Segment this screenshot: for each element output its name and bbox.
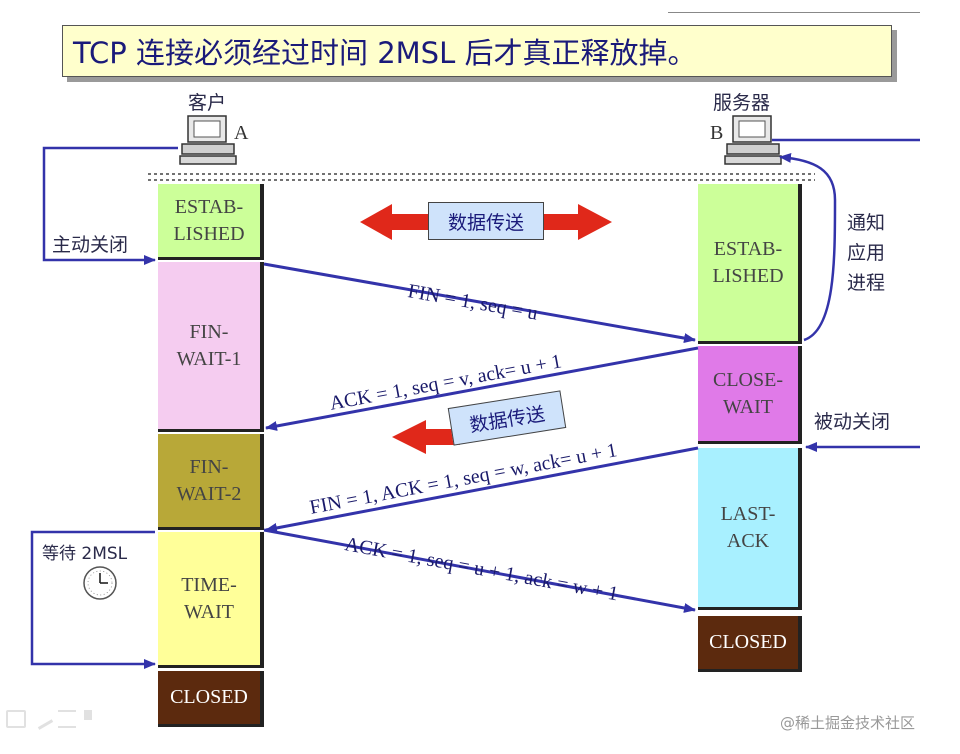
pen-icon[interactable] — [30, 707, 54, 730]
server-state-last-ack: LAST- ACK — [698, 448, 802, 610]
clock-icon — [83, 566, 117, 600]
notify-app-label: 通知 应用 进程 — [847, 212, 886, 294]
client-computer-icon — [179, 115, 237, 165]
ack2-arrow — [263, 528, 696, 613]
menu-icon[interactable] — [58, 710, 76, 728]
fin2-arrow — [265, 446, 699, 533]
notify-app-arrow — [779, 152, 837, 342]
client-state-closed: CLOSED — [158, 671, 264, 727]
client-state-time-wait: TIME- WAIT — [158, 532, 264, 668]
slide-toolbar[interactable] — [6, 707, 108, 730]
wait-2msl-arrow — [30, 530, 156, 669]
client-state-fin-wait-2: FIN- WAIT-2 — [158, 434, 264, 530]
active-close-arrow — [42, 146, 178, 265]
watermark: @稀土掘金技术社区 — [780, 714, 916, 732]
active-close-label: 主动关闭 — [52, 234, 129, 256]
server-state-established: ESTAB- LISHED — [698, 184, 802, 344]
wait-2msl-label: 等待 2MSL — [42, 544, 128, 564]
server-state-closed: CLOSED — [698, 616, 802, 672]
play-icon[interactable] — [6, 710, 26, 728]
client-state-fin-wait-1: FIN- WAIT-1 — [158, 262, 264, 432]
passive-close-label: 被动关闭 — [814, 411, 891, 433]
slide-title: TCP 连接必须经过时间 2MSL 后才真正释放掉。 — [62, 25, 892, 77]
data-transfer-left-arrow — [392, 420, 460, 454]
client-label: 客户 — [188, 92, 227, 114]
top-divider-line — [668, 12, 920, 13]
client-state-established: ESTAB- LISHED — [158, 184, 264, 260]
client-id: A — [234, 122, 249, 144]
server-id: B — [710, 122, 724, 144]
server-state-close-wait: CLOSE- WAIT — [698, 346, 802, 444]
ack1-arrow — [265, 346, 699, 431]
data-transfer-box: 数据传送 — [428, 202, 544, 240]
server-label: 服务器 — [713, 92, 771, 114]
server-computer-icon — [724, 115, 782, 165]
next-icon[interactable] — [84, 710, 108, 720]
fin1-arrow — [263, 262, 696, 344]
